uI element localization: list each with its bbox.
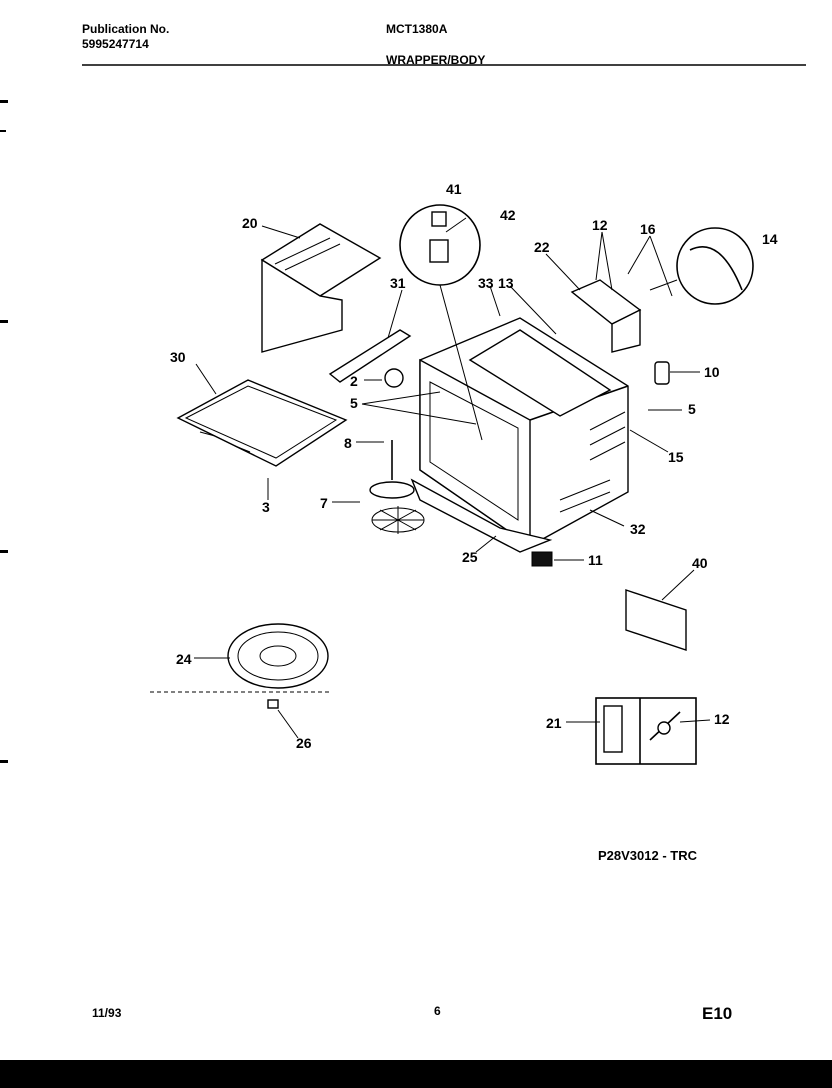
- callout-26: 26: [296, 735, 312, 751]
- callout-33: 33: [478, 275, 494, 291]
- leader-lines: [194, 217, 711, 739]
- part-30-bottom-plate: [176, 379, 348, 467]
- part-26: [267, 699, 279, 709]
- callout-42: 42: [500, 207, 516, 223]
- callout-12-bottom: 12: [714, 711, 730, 727]
- reference-code: P28V3012 - TRC: [598, 848, 698, 863]
- part-11: [531, 551, 553, 567]
- part-10: [654, 361, 670, 385]
- main-cabinet-body: [419, 317, 629, 548]
- callout-15: 15: [668, 449, 684, 465]
- callout-5-left: 5: [350, 395, 358, 411]
- part-7-8-fan-assembly: [369, 440, 425, 534]
- footer-date: 11/93: [92, 1006, 122, 1020]
- callout-12-top: 12: [592, 217, 608, 233]
- callout-16: 16: [640, 221, 656, 237]
- callout-41: 41: [446, 181, 462, 197]
- publication-label: Publication No.: [82, 22, 170, 36]
- footer-page: 6: [434, 1004, 441, 1018]
- callout-8: 8: [344, 435, 352, 451]
- part-2: [384, 368, 404, 388]
- callout-7: 7: [320, 495, 328, 511]
- callout-14: 14: [762, 231, 778, 247]
- part-25-front-rail: [410, 478, 553, 553]
- callout-11: 11: [588, 552, 603, 568]
- callout-3: 3: [262, 499, 270, 515]
- callout-24: 24: [176, 651, 192, 667]
- callout-22: 22: [534, 239, 550, 255]
- detail-circle-14: [649, 227, 754, 305]
- part-22-bracket: [570, 279, 642, 353]
- part-24-turntable: [227, 623, 329, 689]
- callout-31: 31: [390, 275, 406, 291]
- detail-circle-41-42: [399, 204, 483, 441]
- footer-code: E10: [702, 1004, 733, 1023]
- callout-32: 32: [630, 521, 646, 537]
- callout-40: 40: [692, 555, 708, 571]
- detail-box-21-12: [595, 697, 697, 765]
- callout-5-right: 5: [688, 401, 696, 417]
- callout-10: 10: [704, 364, 720, 380]
- callout-30: 30: [170, 349, 186, 365]
- callout-13: 13: [498, 275, 514, 291]
- scan-edge-marks: [0, 100, 832, 1088]
- part-20-top-wrapper: [260, 223, 382, 353]
- callout-2: 2: [350, 373, 358, 389]
- callout-25: 25: [462, 549, 478, 565]
- model-number: MCT1380A: [386, 22, 448, 36]
- callout-20: 20: [242, 215, 258, 231]
- callout-21: 21: [546, 715, 562, 731]
- part-40: [625, 589, 687, 651]
- publication-number: 5995247714: [82, 37, 149, 51]
- part-31-rail: [328, 329, 412, 383]
- section-title: WRAPPER/BODY: [386, 53, 486, 67]
